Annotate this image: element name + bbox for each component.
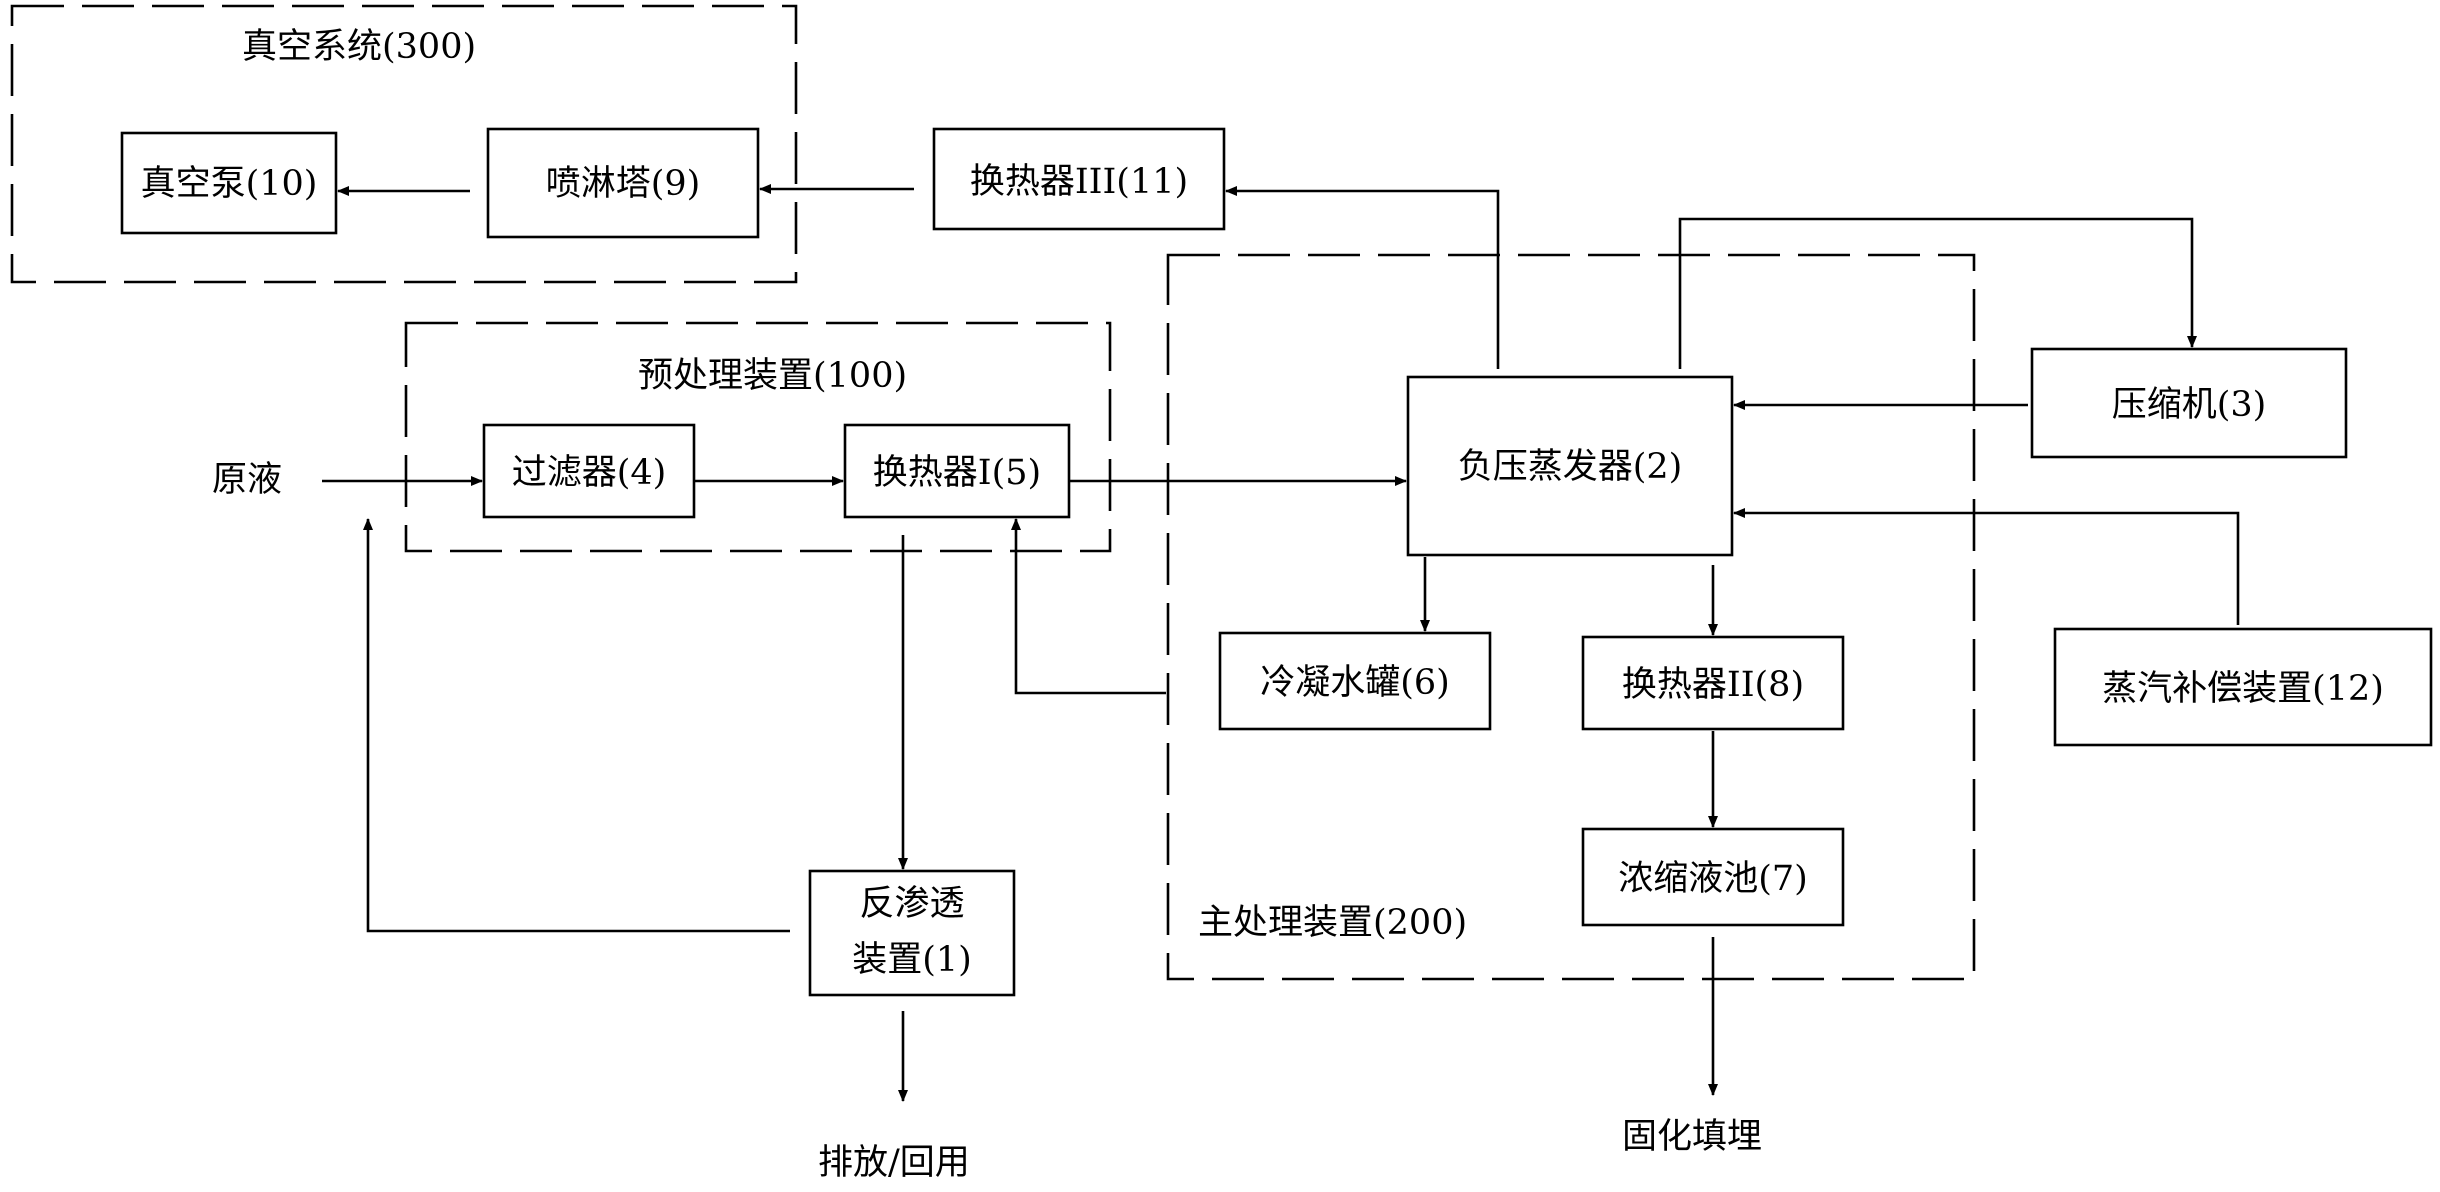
steam-compensation-label: 蒸汽补偿装置(12) <box>2102 669 2384 709</box>
arrow-evaporator-to-hx3 <box>1225 186 1500 369</box>
concentrate-pool-label: 浓缩液池(7) <box>1618 859 1808 899</box>
evaporator-label: 负压蒸发器(2) <box>1458 447 1683 487</box>
pretreatment-label: 预处理装置(100) <box>638 356 907 396</box>
arrow-steam-to-evaporator <box>1733 508 2240 625</box>
condensate-tank-label: 冷凝水罐(6) <box>1260 663 1450 703</box>
spray-tower-label: 喷淋塔(9) <box>546 164 701 204</box>
steam-compensation-box <box>2053 627 2433 747</box>
arrow-evaporator-to-compressor <box>1678 217 2197 369</box>
compressor-label: 压缩机(3) <box>2112 385 2267 425</box>
reverse-osmosis-label-1: 反渗透 <box>859 884 964 924</box>
condensate-tank-box <box>1218 631 1492 731</box>
raw-liquid-label: 原液 <box>212 460 282 500</box>
filter-label: 过滤器(4) <box>512 453 667 493</box>
heat-exchanger-2-label: 换热器II(8) <box>1622 665 1804 705</box>
vacuum-system-label: 真空系统(300) <box>242 27 476 67</box>
filter-box <box>482 423 696 519</box>
spray-tower-box <box>486 127 760 239</box>
reverse-osmosis-box <box>808 869 1016 997</box>
heat-exchanger-2-box <box>1581 635 1845 731</box>
vacuum-pump-label: 真空泵(10) <box>141 164 318 204</box>
heat-exchanger-3-label: 换热器III(11) <box>970 162 1188 202</box>
main-treatment-group <box>1166 253 1976 981</box>
heat-exchanger-1-label: 换热器I(5) <box>873 453 1041 493</box>
vacuum-pump-box <box>120 131 338 235</box>
heat-exchanger-3-box <box>932 127 1226 231</box>
arrow-condensate-to-hx1 <box>1011 518 1166 695</box>
evaporator-box <box>1406 375 1734 557</box>
heat-exchanger-1-box <box>843 423 1071 519</box>
pretreatment-group <box>404 321 1112 553</box>
compressor-box <box>2030 347 2348 459</box>
vacuum-system-group <box>10 4 798 284</box>
solidify-label: 固化填埋 <box>1622 1117 1762 1157</box>
discharge-label: 排放/回用 <box>818 1143 970 1183</box>
reverse-osmosis-label-2: 装置(1) <box>852 940 972 980</box>
concentrate-pool-box <box>1581 827 1845 927</box>
arrow-ro-to-raw <box>363 518 790 933</box>
main-treatment-label: 主处理装置(200) <box>1198 903 1467 943</box>
